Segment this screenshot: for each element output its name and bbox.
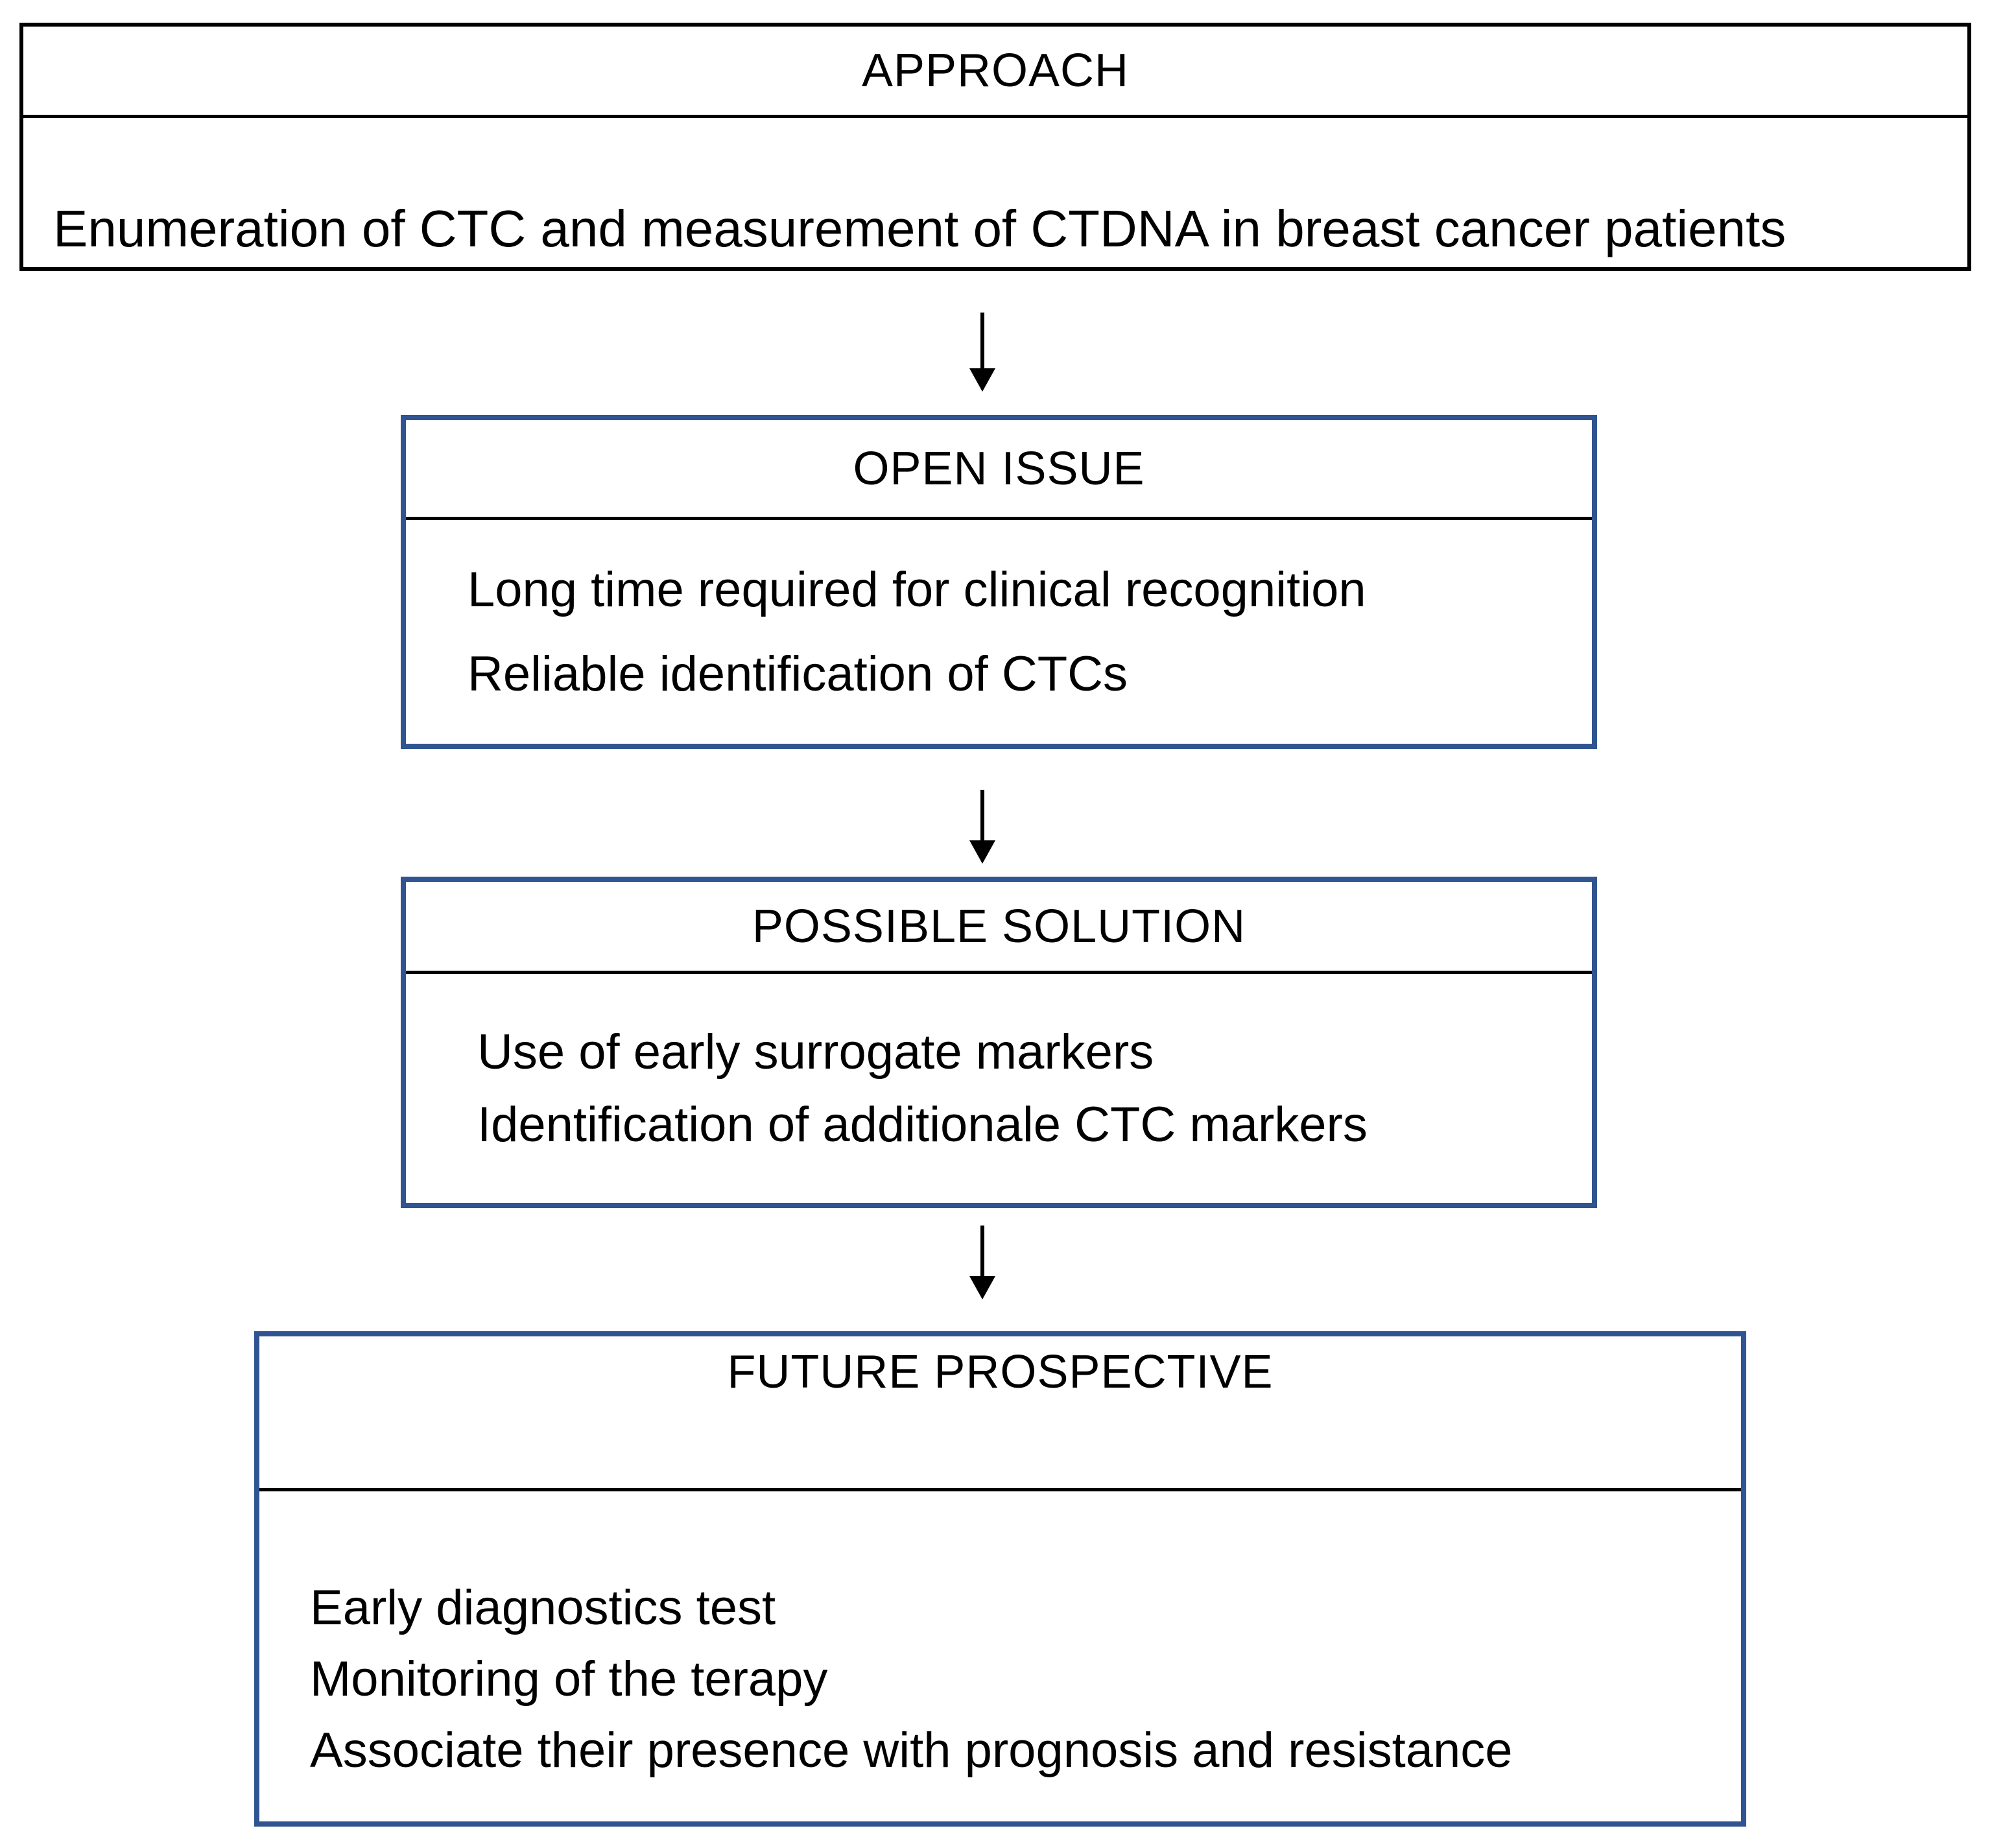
arrow-shaft xyxy=(980,313,984,368)
future-prospective-box-body: Early diagnostics test Monitoring of the… xyxy=(259,1491,1741,1821)
future-prospective-line: Monitoring of the terapy xyxy=(310,1651,828,1707)
open-issue-line: Reliable identification of CTCs xyxy=(468,646,1128,702)
possible-solution-box-title: POSSIBLE SOLUTION xyxy=(406,882,1592,974)
approach-box: APPROACH Enumeration of CTC and measurem… xyxy=(19,23,1971,271)
open-issue-box-body: Long time required for clinical recognit… xyxy=(406,520,1592,744)
possible-solution-box: POSSIBLE SOLUTION Use of early surrogate… xyxy=(401,877,1597,1208)
possible-solution-box-body: Use of early surrogate markers Identific… xyxy=(406,974,1592,1203)
down-arrow-approach-to-open-issue xyxy=(969,313,995,392)
approach-box-body: Enumeration of CTC and measurement of CT… xyxy=(23,118,1967,267)
arrow-head-icon xyxy=(969,368,995,392)
open-issue-box-title: OPEN ISSUE xyxy=(406,420,1592,520)
future-prospective-line: Early diagnostics test xyxy=(310,1580,776,1635)
open-issue-line: Long time required for clinical recognit… xyxy=(468,562,1366,617)
future-prospective-box-title: FUTURE PROSPECTIVE xyxy=(259,1336,1741,1491)
approach-line: Enumeration of CTC and measurement of CT… xyxy=(53,200,1786,257)
future-prospective-box: FUTURE PROSPECTIVE Early diagnostics tes… xyxy=(254,1331,1746,1827)
down-arrow-open-issue-to-possible-solution xyxy=(969,790,995,864)
possible-solution-line: Identification of additionale CTC marker… xyxy=(477,1096,1368,1152)
open-issue-box: OPEN ISSUE Long time required for clinic… xyxy=(401,415,1597,749)
future-prospective-line: Associate their presence with prognosis … xyxy=(310,1722,1513,1778)
possible-solution-line: Use of early surrogate markers xyxy=(477,1024,1154,1080)
arrow-shaft xyxy=(980,790,984,840)
arrow-head-icon xyxy=(969,840,995,864)
down-arrow-possible-solution-to-future-prospective xyxy=(969,1226,995,1299)
arrow-head-icon xyxy=(969,1276,995,1299)
approach-box-title: APPROACH xyxy=(23,27,1967,118)
arrow-shaft xyxy=(980,1226,984,1276)
